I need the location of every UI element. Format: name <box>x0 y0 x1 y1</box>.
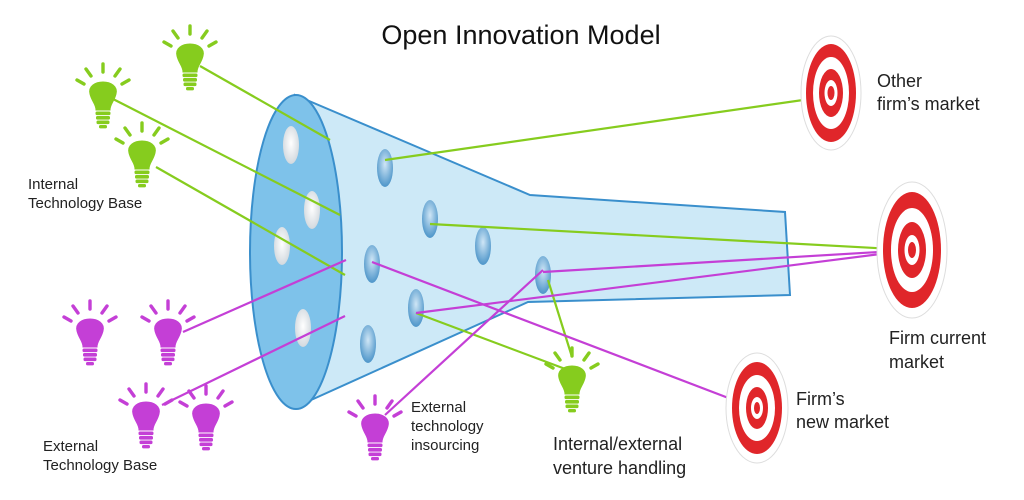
lightbulb-icon <box>75 62 131 130</box>
lightbulb-icon <box>178 384 234 452</box>
target-icon <box>725 352 789 464</box>
lightbulb-icon <box>347 394 403 462</box>
funnel <box>249 93 792 410</box>
firm-new-market-label: Firm’s new market <box>796 389 890 433</box>
lightbulb-icon <box>62 299 118 367</box>
lightbulb-icon <box>544 346 600 414</box>
diagram-title: Open Innovation Model <box>381 20 661 50</box>
internal-idea-paths <box>112 65 913 372</box>
target-icon <box>876 181 948 319</box>
external-technology-base-label: External Technology Base <box>43 438 158 474</box>
lightbulb-icon <box>140 299 196 367</box>
venture-handling-label: Internal/external venture handling <box>553 434 687 479</box>
internal-technology-base-label: Internal Technology Base <box>28 176 143 212</box>
target-icon <box>800 35 862 151</box>
other-firm-market-label: Other firm’s market <box>877 71 980 115</box>
firm-current-market-label: Firm current market <box>889 328 987 373</box>
external-technology-insourcing-label: External technology insourcing <box>411 399 484 455</box>
external-idea-paths <box>161 248 913 416</box>
